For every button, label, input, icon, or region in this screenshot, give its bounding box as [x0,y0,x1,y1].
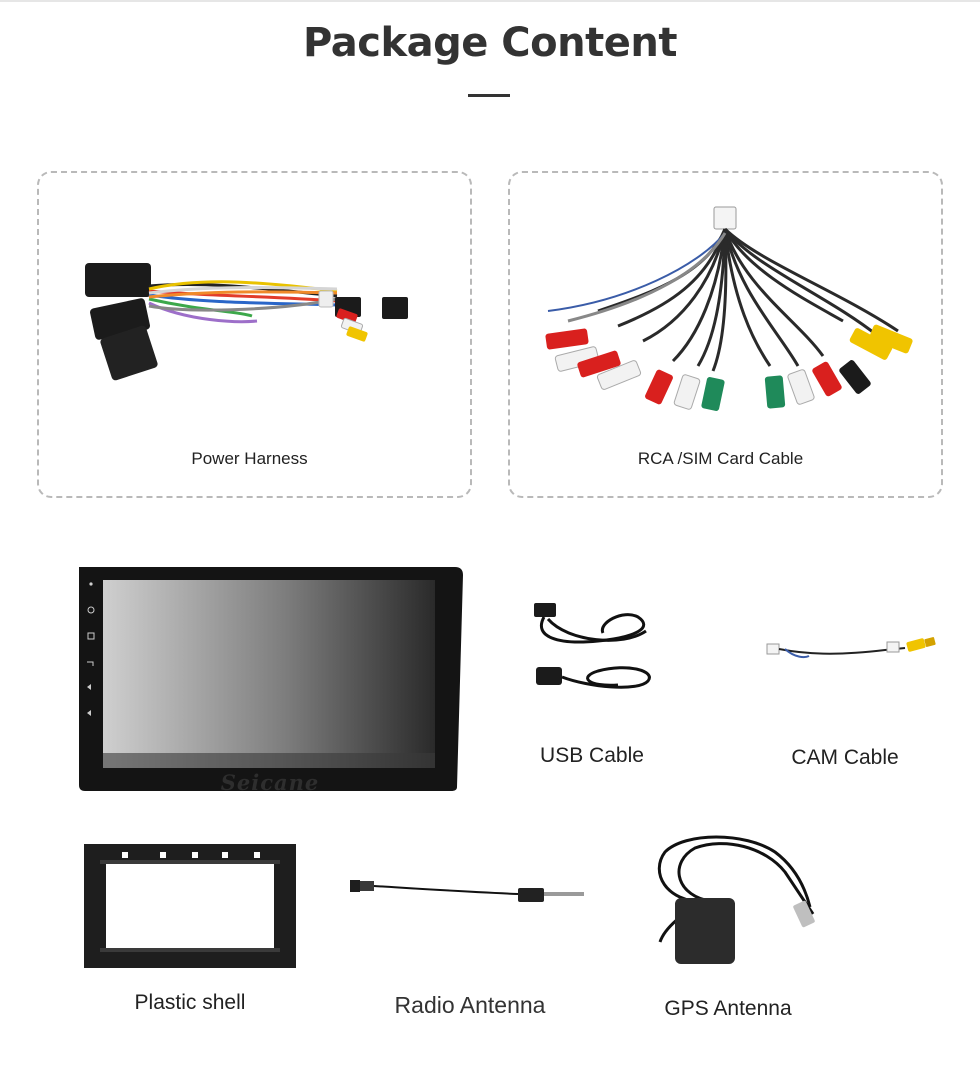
rca-cable-label: RCA /SIM Card Cable [637,449,804,468]
cam-cable-image [766,637,936,659]
rca-cable-image [545,206,913,411]
power-harness-card [37,171,472,498]
title-underline [468,94,510,97]
rca-cable-card [508,171,943,498]
plastic-shell-image [84,844,296,968]
page-title: Package Content [303,20,677,66]
head-unit-image [79,567,463,791]
gps-antenna-label: GPS Antenna [664,997,792,1020]
top-divider [0,0,980,2]
power-harness-label: Power Harness [191,449,308,468]
plastic-shell-label: Plastic shell [134,991,246,1014]
radio-antenna-image [350,880,584,902]
radio-antenna-label: Radio Antenna [394,992,546,1018]
power-harness-image [85,263,408,381]
usb-cable-image [534,603,651,689]
head-unit-brand: Seicane [220,770,320,795]
cam-cable-label: CAM Cable [791,746,899,769]
usb-cable-label: USB Cable [540,744,644,767]
gps-antenna-image [657,835,815,964]
